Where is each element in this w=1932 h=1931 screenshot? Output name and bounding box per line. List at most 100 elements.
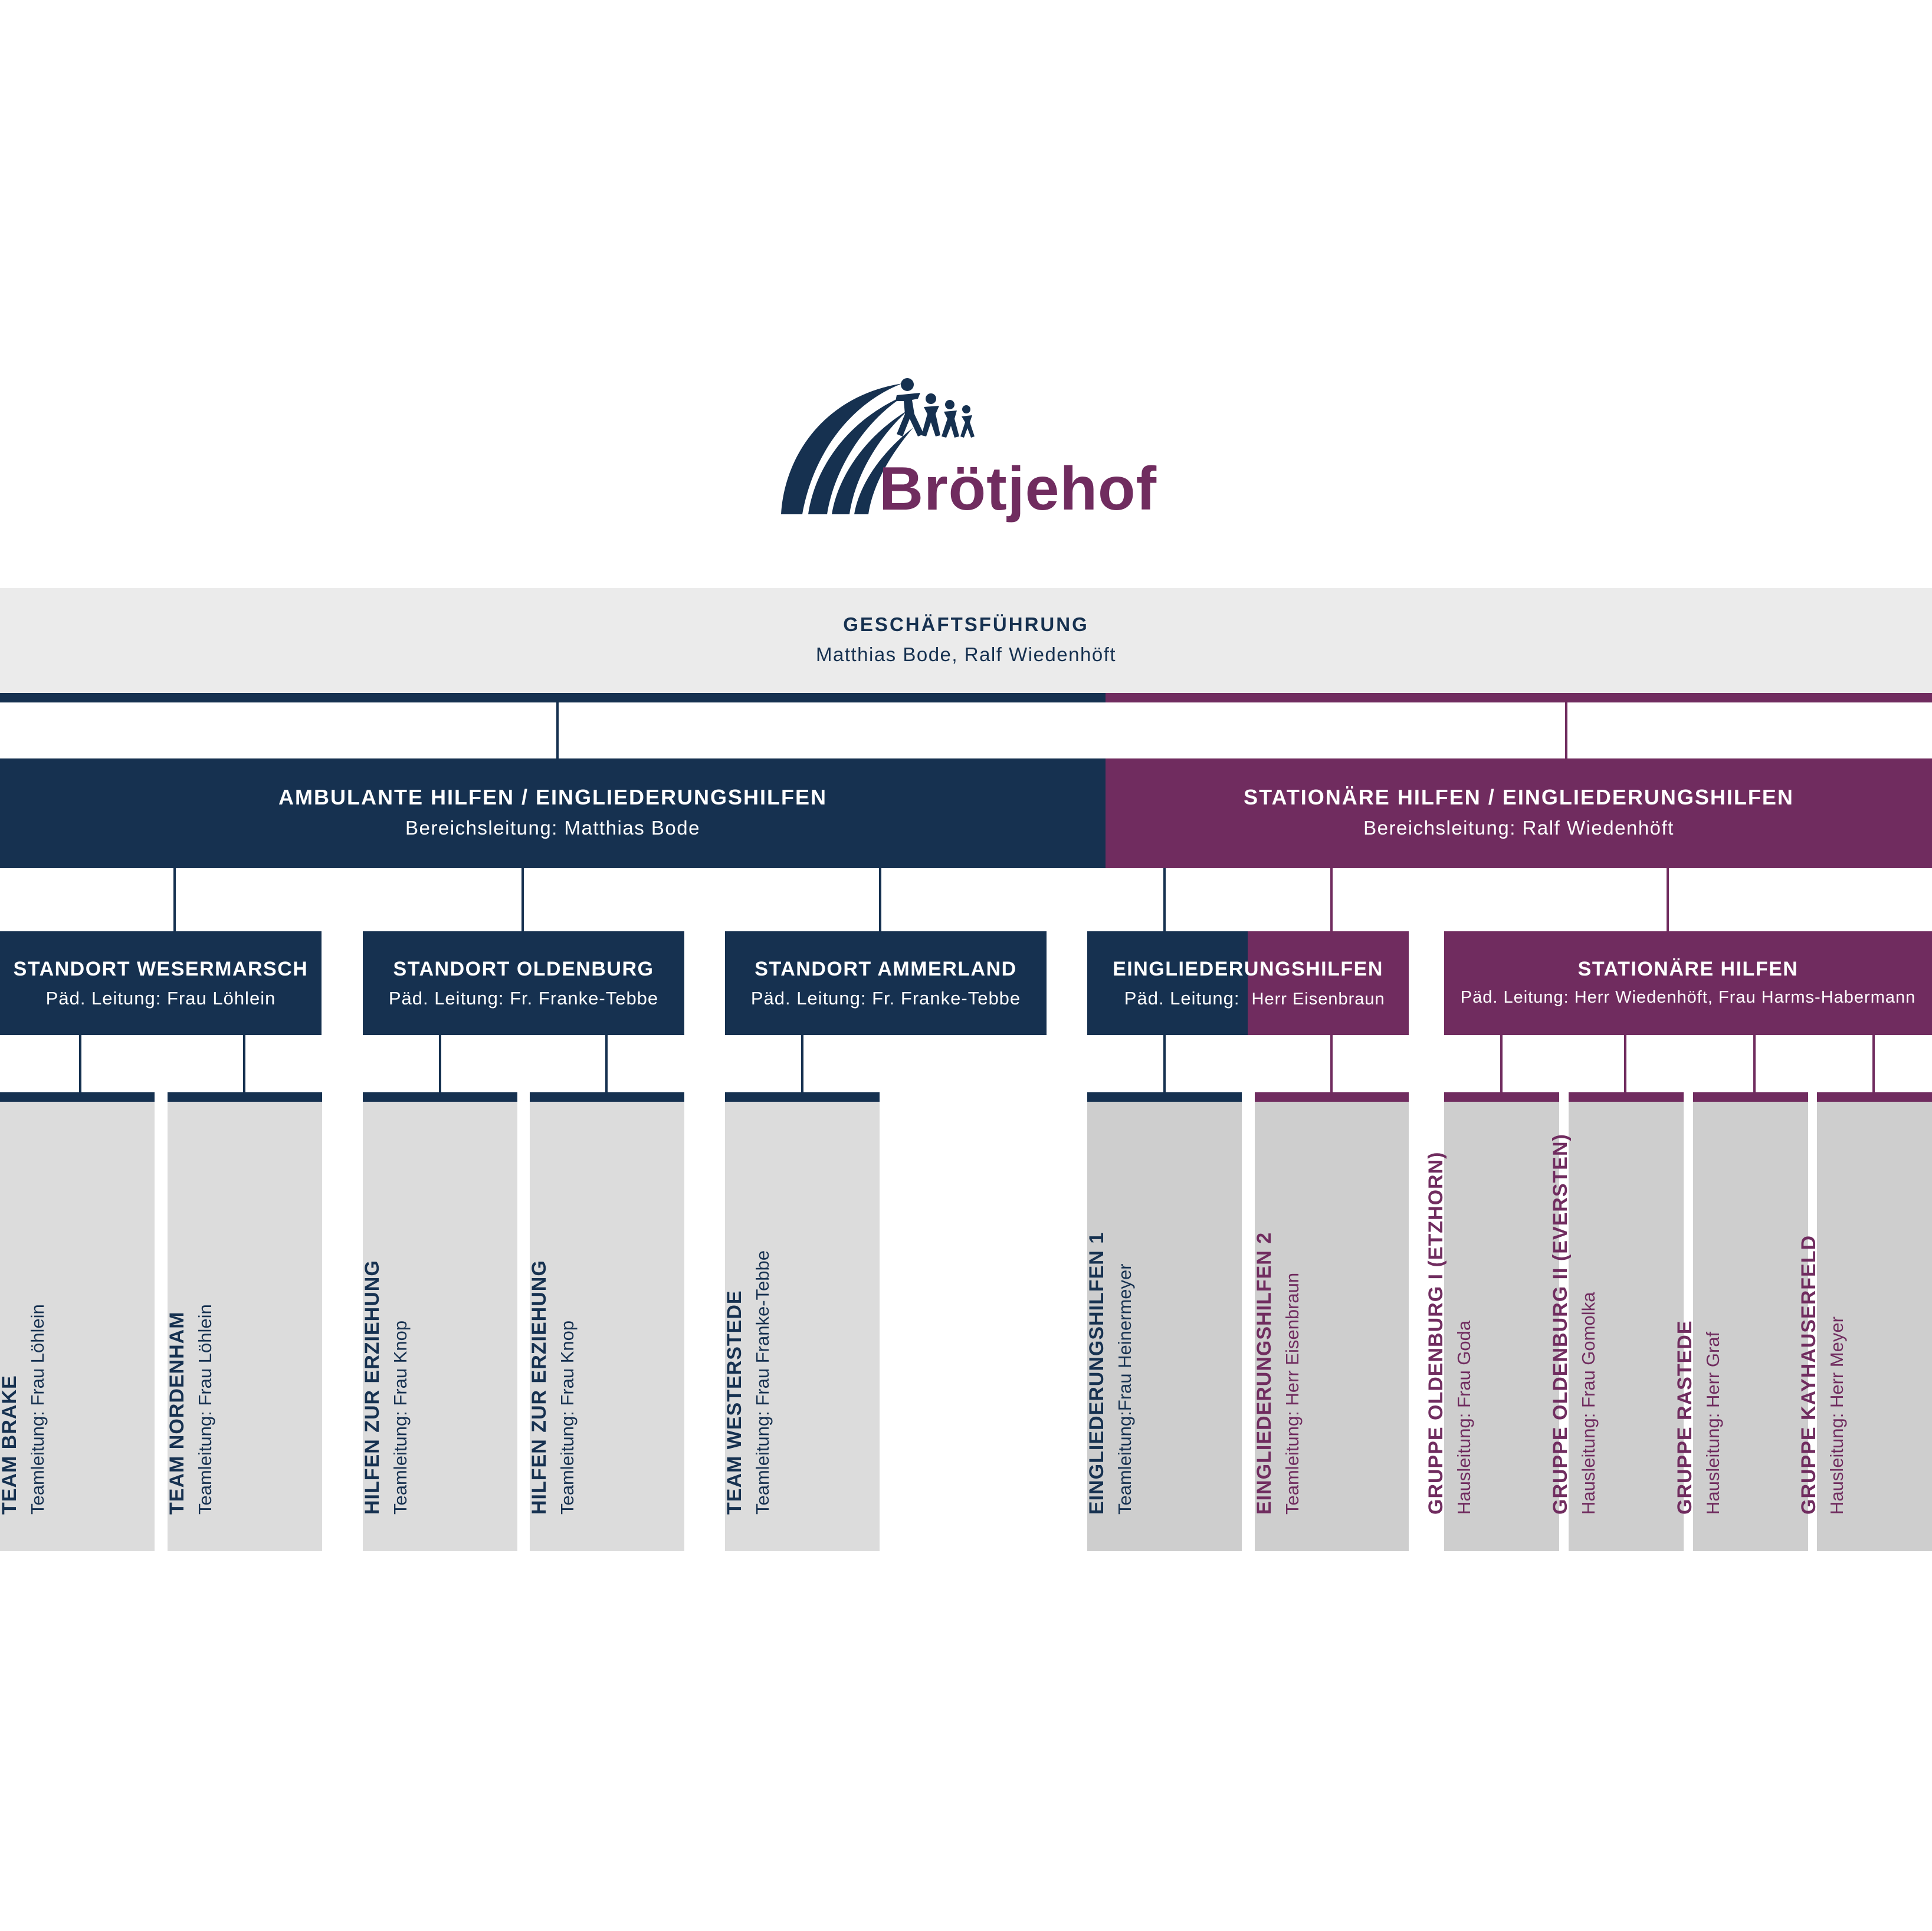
group-card: GRUPPE KAYHAUSERFELD Hausleitung: Herr M…: [1797, 1092, 1932, 1551]
standort-leader: Päd. Leitung: Fr. Franke-Tebbe: [750, 988, 1021, 1009]
team-card-body: TEAM NORDENHAM Teamleitung: Frau Löhlein: [166, 1102, 322, 1551]
group-card-bar: [1569, 1092, 1684, 1102]
team-card-bar: [0, 1092, 155, 1102]
team-leader: Teamleitung: Herr Eisenbraun: [1282, 1272, 1303, 1515]
standort-title: STANDORT WESERMARSCH: [13, 958, 309, 980]
connector-bar-plum: [1106, 693, 1932, 702]
division-leader: Bereichsleitung: Ralf Wiedenhöft: [1363, 817, 1674, 839]
team-card: TEAM NORDENHAM Teamleitung: Frau Löhlein: [166, 1092, 322, 1551]
team-card: EINGLIEDERUNGSHILFEN 1 Teamleitung:Frau …: [1085, 1092, 1242, 1551]
division-stationaere: STATIONÄRE HILFEN / EINGLIEDERUNGSHILFEN…: [1106, 758, 1932, 868]
team-title: HILFEN ZUR ERZIEHUNG: [528, 1260, 550, 1515]
connector-line: [1163, 868, 1166, 931]
division-ambulante: AMBULANTE HILFEN / EINGLIEDERUNGSHILFEN …: [0, 758, 1106, 868]
standort-leader: Päd. Leitung: Fr. Franke-Tebbe: [388, 988, 659, 1009]
group-card-body: GRUPPE OLDENBURG II (EVERSTEN) Hausleitu…: [1549, 1102, 1684, 1551]
connector-line: [801, 1035, 803, 1092]
split-left: [1087, 931, 1248, 1035]
connector-line: [1330, 868, 1333, 931]
connector-line: [439, 1035, 441, 1092]
connector-line: [1753, 1035, 1756, 1092]
geschaeftsfuehrung-names: Matthias Bode, Ralf Wiedenhöft: [815, 643, 1117, 665]
team-title: HILFEN ZUR ERZIEHUNG: [361, 1260, 383, 1515]
division-leader: Bereichsleitung: Matthias Bode: [405, 817, 700, 839]
team-card-body: EINGLIEDERUNGSHILFEN 1 Teamleitung:Frau …: [1085, 1102, 1242, 1551]
connector-line: [1667, 868, 1669, 931]
standort-title: STANDORT OLDENBURG: [393, 958, 654, 980]
group-leader: Hausleitung: Frau Gomolka: [1577, 1292, 1599, 1515]
team-card-body: TEAM BRAKE Teamleitung: Frau Löhlein: [0, 1102, 155, 1551]
logo-wordmark: Brötjehof: [879, 455, 1157, 523]
group-card-body: GRUPPE RASTEDE Hausleitung: Herr Graf: [1674, 1102, 1808, 1551]
standort-eingliederungshilfen: EINGLIEDERUNGSHILFEN Päd. Leitung: Herr E…: [1087, 931, 1409, 1035]
team-title: EINGLIEDERUNGSHILFEN 1: [1085, 1231, 1108, 1515]
team-card-body: EINGLIEDERUNGSHILFEN 2 Teamleitung: Herr…: [1253, 1102, 1409, 1551]
team-card-bar: [363, 1092, 517, 1102]
team-card-bar: [530, 1092, 684, 1102]
division-title: AMBULANTE HILFEN / EINGLIEDERUNGSHILFEN: [278, 785, 827, 809]
team-card-bar: [1255, 1092, 1409, 1102]
team-leader: Teamleitung: Frau Franke-Tebbe: [752, 1250, 773, 1515]
connector-line: [1565, 702, 1567, 758]
team-card-body: TEAM WESTERSTEDE Teamleitung: Frau Frank…: [723, 1102, 880, 1551]
team-card-bar: [1087, 1092, 1242, 1102]
geschaeftsfuehrung-title: GESCHÄFTSFÜHRUNG: [843, 613, 1089, 635]
team-card-body: HILFEN ZUR ERZIEHUNG Teamleitung: Frau K…: [361, 1102, 517, 1551]
team-card: TEAM WESTERSTEDE Teamleitung: Frau Frank…: [723, 1092, 880, 1551]
connector-line: [521, 868, 524, 931]
team-leader: Teamleitung: Frau Knop: [557, 1320, 578, 1515]
group-card-body: GRUPPE OLDENBURG I (ETZHORN) Hausleitung…: [1425, 1102, 1559, 1551]
group-card-body: GRUPPE KAYHAUSERFELD Hausleitung: Herr M…: [1797, 1102, 1932, 1551]
team-leader: Teamleitung: Frau Knop: [390, 1320, 411, 1515]
team-title: TEAM BRAKE: [0, 1375, 21, 1515]
connector-line: [879, 868, 881, 931]
connector-line: [243, 1035, 245, 1092]
standort-text: EINGLIEDERUNGSHILFEN Päd. Leitung: Herr E…: [1087, 931, 1409, 1035]
team-leader: Teamleitung: Frau Löhlein: [195, 1304, 215, 1515]
group-leader: Hausleitung: Herr Graf: [1702, 1331, 1723, 1515]
team-card: EINGLIEDERUNGSHILFEN 2 Teamleitung: Herr…: [1253, 1092, 1409, 1551]
standort-title: EINGLIEDERUNGSHILFEN: [1113, 958, 1383, 980]
connector-line: [1624, 1035, 1626, 1092]
group-card-bar: [1444, 1092, 1559, 1102]
team-card-body: HILFEN ZUR ERZIEHUNG Teamleitung: Frau K…: [528, 1102, 684, 1551]
standort-leader: Päd. Leitung: Herr Eisenbraun: [1087, 988, 1409, 1009]
group-card: GRUPPE OLDENBURG I (ETZHORN) Hausleitung…: [1425, 1092, 1559, 1551]
connector-line: [1163, 1035, 1166, 1092]
standort-wesermarsch: STANDORT WESERMARSCH Päd. Leitung: Frau …: [0, 931, 322, 1035]
standort-ammerland: STANDORT AMMERLAND Päd. Leitung: Fr. Fra…: [725, 931, 1047, 1035]
connector-line: [605, 1035, 608, 1092]
team-leader: Teamleitung: Frau Löhlein: [27, 1304, 48, 1515]
group-card: GRUPPE RASTEDE Hausleitung: Herr Graf: [1674, 1092, 1808, 1551]
connector-line: [1500, 1035, 1503, 1092]
standort-stationaere: STATIONÄRE HILFEN Päd. Leitung: Herr Wie…: [1444, 931, 1932, 1035]
connector-line: [1872, 1035, 1875, 1092]
connector-line: [79, 1035, 81, 1092]
split-right: [1248, 931, 1409, 1035]
standort-leader-a: Päd. Leitung:: [1124, 988, 1240, 1009]
team-card-bar: [725, 1092, 880, 1102]
group-title: GRUPPE OLDENBURG II (EVERSTEN): [1549, 1134, 1572, 1515]
connector-line: [1330, 1035, 1333, 1092]
standort-title: STATIONÄRE HILFEN: [1577, 958, 1799, 980]
logo-mark-icon: [781, 378, 975, 514]
standort-title: STANDORT AMMERLAND: [755, 958, 1017, 980]
standort-leader-b: Herr Eisenbraun: [1251, 990, 1385, 1009]
group-leader: Hausleitung: Herr Meyer: [1826, 1316, 1847, 1515]
team-title: TEAM NORDENHAM: [166, 1311, 188, 1515]
team-card: TEAM BRAKE Teamleitung: Frau Löhlein: [0, 1092, 155, 1551]
geschaeftsfuehrung-box: GESCHÄFTSFÜHRUNG Matthias Bode, Ralf Wie…: [0, 588, 1932, 693]
group-leader: Hausleitung: Frau Goda: [1453, 1320, 1474, 1515]
group-title: GRUPPE RASTEDE: [1673, 1320, 1696, 1515]
team-card: HILFEN ZUR ERZIEHUNG Teamleitung: Frau K…: [528, 1092, 684, 1551]
team-leader: Teamleitung:Frau Heinermeyer: [1114, 1263, 1135, 1515]
logo: Brötjehof: [779, 377, 1156, 531]
group-card: GRUPPE OLDENBURG II (EVERSTEN) Hausleitu…: [1549, 1092, 1684, 1551]
team-title: TEAM WESTERSTEDE: [723, 1290, 746, 1515]
team-card: HILFEN ZUR ERZIEHUNG Teamleitung: Frau K…: [361, 1092, 517, 1551]
group-card-bar: [1817, 1092, 1932, 1102]
division-title: STATIONÄRE HILFEN / EINGLIEDERUNGSHILFEN: [1244, 785, 1794, 809]
team-card-bar: [168, 1092, 322, 1102]
connector-bar-navy: [0, 693, 1106, 702]
connector-line: [556, 702, 559, 758]
